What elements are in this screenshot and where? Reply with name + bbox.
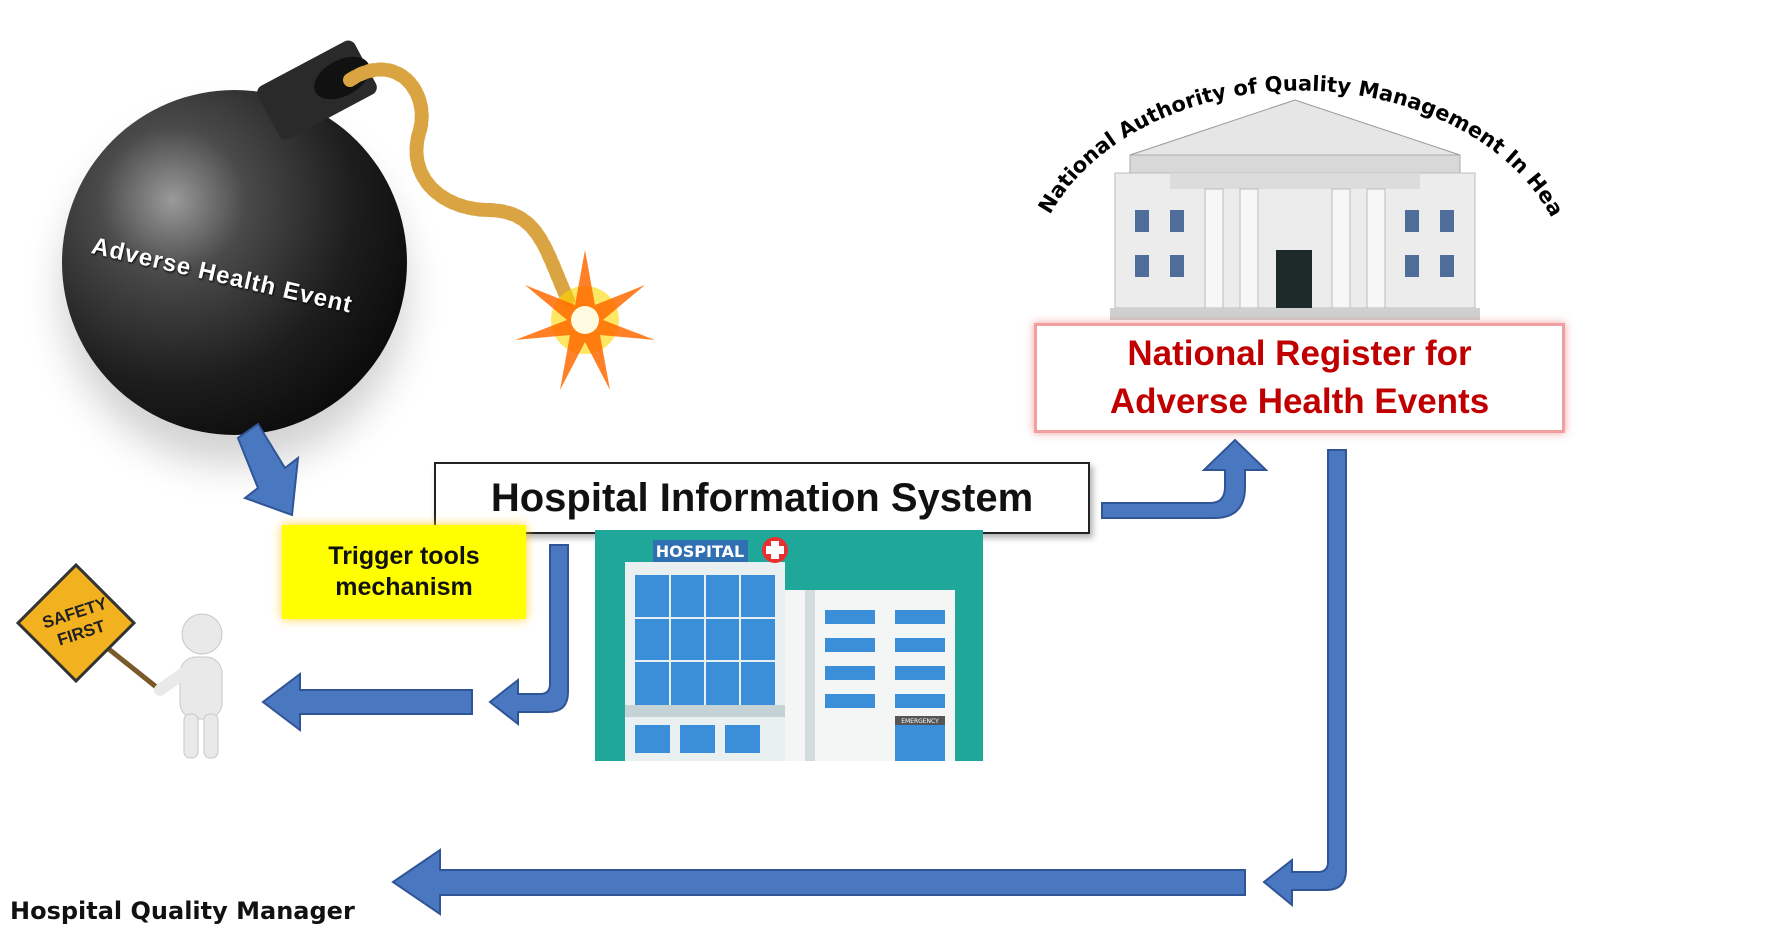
arrow-register-to-manager-left [391, 848, 1246, 916]
national-register-box: National Register for Adverse Health Eve… [1034, 323, 1565, 433]
hospital-information-system-box: Hospital Information System [434, 462, 1090, 534]
safety-person-figure: SAFETY FIRST [10, 562, 250, 762]
arrow-his-to-register [1101, 438, 1269, 519]
arrow-register-to-manager-down [1262, 449, 1347, 908]
trigger-line-2: mechanism [335, 573, 473, 601]
arrow-trigger-down [488, 544, 569, 727]
hospital-illustration: EMERGENCY HOSPITAL [595, 530, 983, 761]
trigger-line-1: Trigger tools [328, 542, 480, 570]
authority-building: National Authority of Quality Management… [1020, 0, 1568, 320]
bomb-cap [257, 40, 377, 140]
hospital-quality-manager-label: Hospital Quality Manager [10, 897, 355, 925]
bomb-fuse [343, 62, 575, 307]
svg-text:EMERGENCY: EMERGENCY [901, 718, 939, 725]
bomb-ball [62, 90, 407, 435]
arrow-to-manager-left [261, 671, 473, 733]
register-line-2: Adverse Health Events [1109, 382, 1490, 421]
building-icon [1110, 99, 1480, 320]
spark-icon [515, 250, 655, 390]
svg-text:HOSPITAL: HOSPITAL [656, 542, 744, 561]
trigger-tools-box: Trigger tools mechanism [282, 525, 526, 619]
register-line-1: National Register for [1127, 334, 1472, 373]
arrow-bomb-to-trigger [236, 422, 300, 517]
